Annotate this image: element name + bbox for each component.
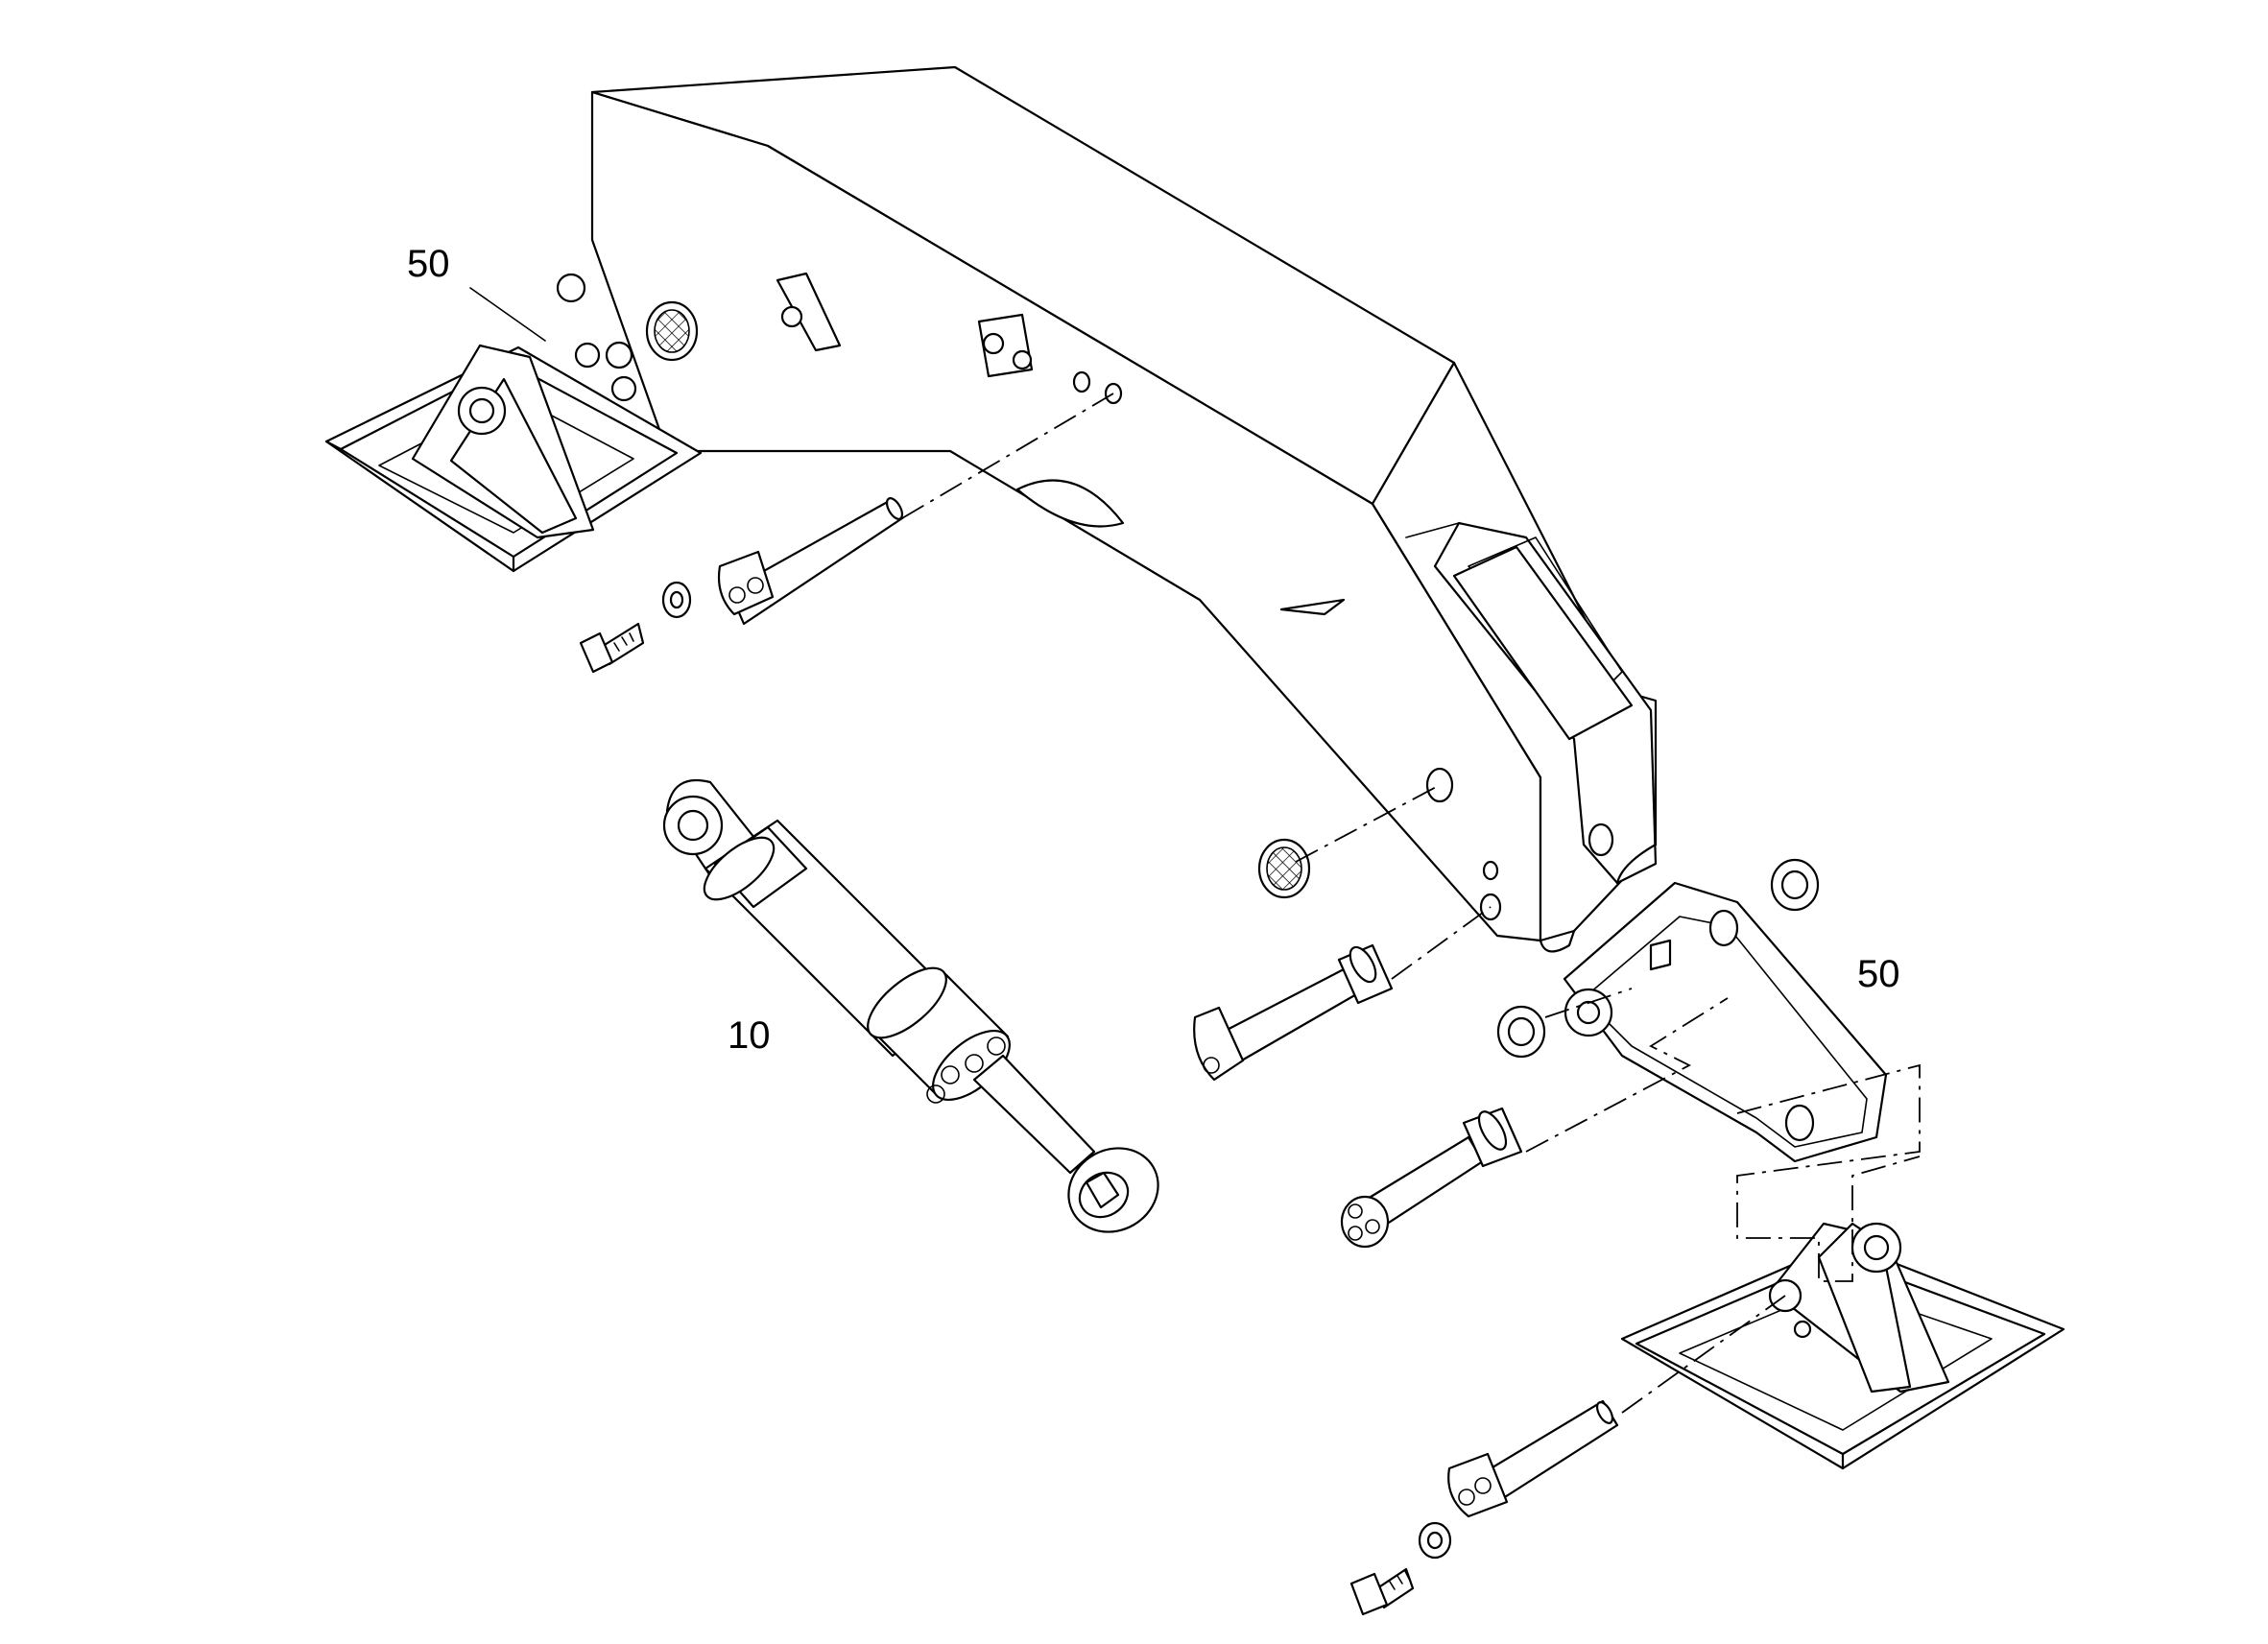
center-lines [901, 393, 1921, 1414]
callout-label: 10 [728, 1014, 771, 1057]
callout-label: 50 [1857, 953, 1900, 995]
hinge-link [1496, 858, 1888, 1163]
boom-arm [556, 65, 1658, 953]
bottom-pin-assembly [1349, 1399, 1619, 1616]
callout-top-left: 50 [407, 243, 546, 342]
hinge-bracket-bottom-right [1620, 1222, 2065, 1470]
hydraulic-cylinder [662, 778, 1159, 1233]
lower-long-pin [1340, 1107, 1523, 1249]
callout-label: 50 [407, 243, 450, 285]
hinge-bracket-top-left [324, 344, 703, 573]
callout-cylinder: 10 [728, 1014, 771, 1057]
leader-line [469, 287, 546, 342]
upper-pin-assembly [579, 497, 904, 674]
middle-pin-assembly [1193, 943, 1394, 1082]
callout-bottom-right: 50 [1857, 953, 1900, 995]
